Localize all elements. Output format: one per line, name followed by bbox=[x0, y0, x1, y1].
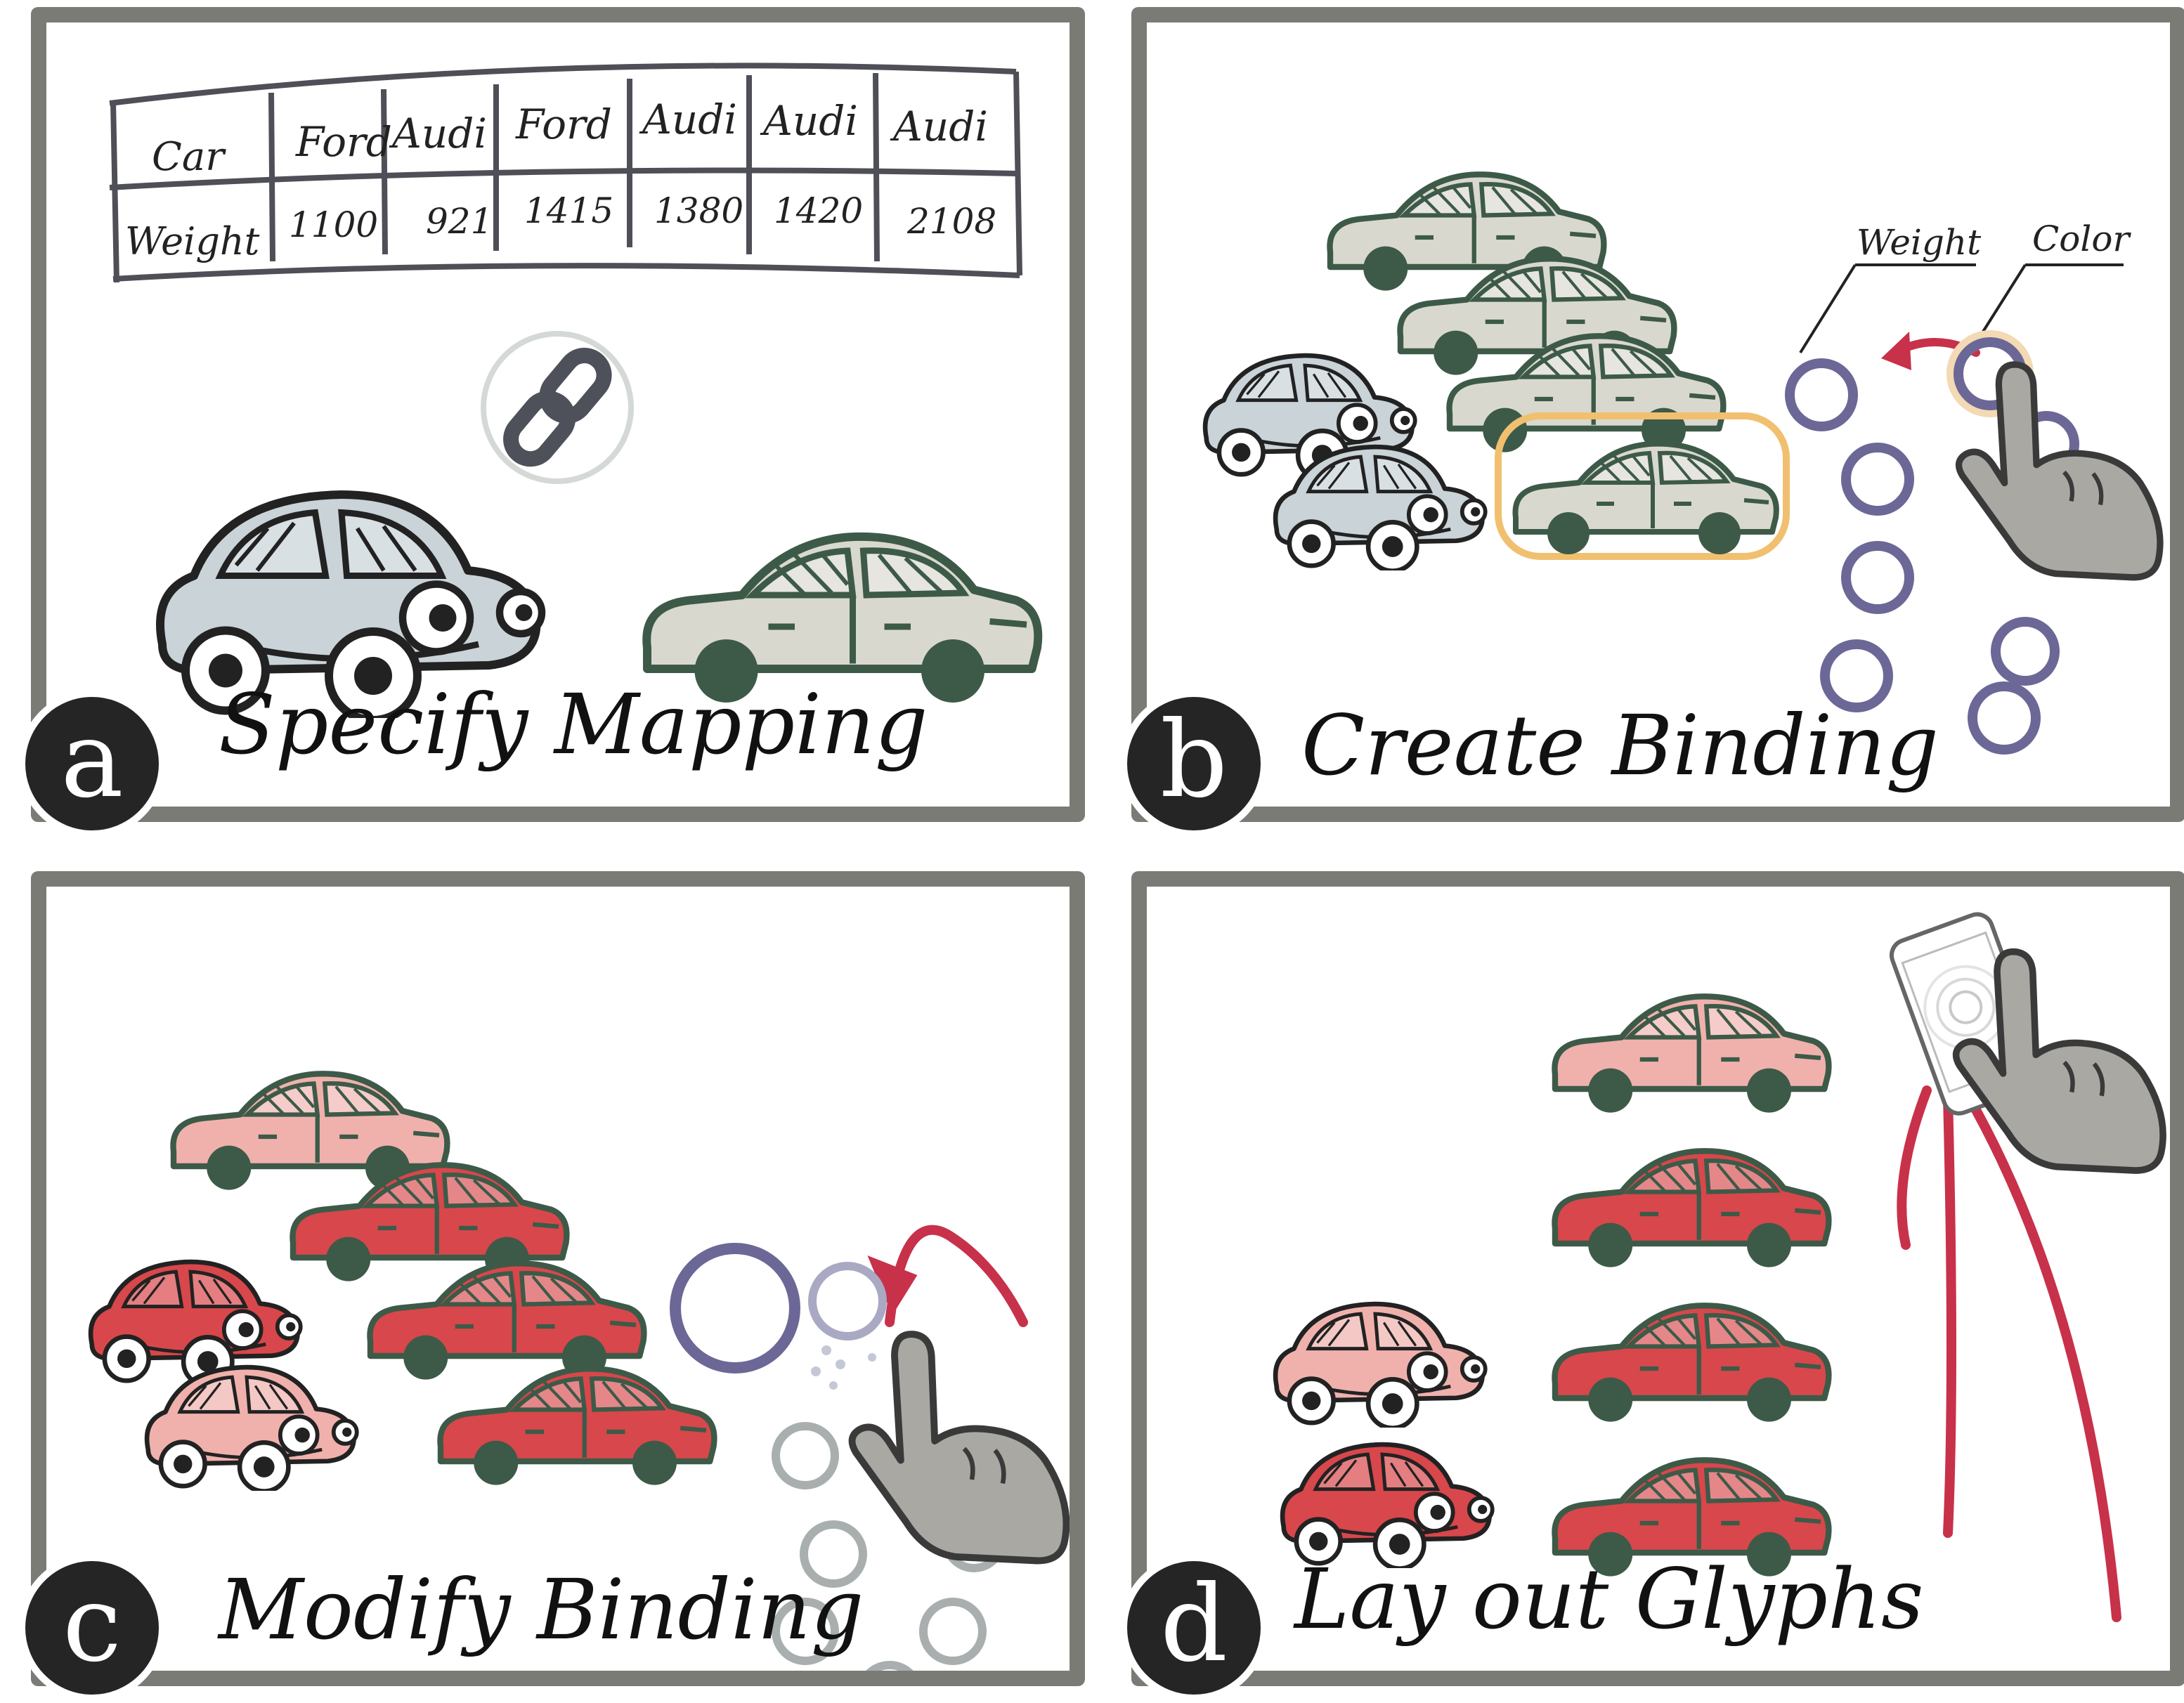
panel-badge-b: b bbox=[1120, 690, 1268, 837]
svg-text:Ford: Ford bbox=[515, 100, 612, 148]
panel-modify-binding: c Modify Binding bbox=[18, 871, 1085, 1702]
table-cell: Audi bbox=[760, 97, 858, 145]
table-cell: 921 bbox=[426, 201, 493, 242]
table-cell: 1100 bbox=[289, 204, 378, 245]
panel-caption: Lay out Glyphs bbox=[1294, 1551, 1924, 1647]
table-cell: 1420 bbox=[774, 190, 863, 231]
panel-c-illustration bbox=[46, 887, 1070, 1671]
attribute-label-color: Color bbox=[1982, 218, 2131, 333]
svg-text:Audi: Audi bbox=[639, 96, 737, 143]
data-table bbox=[109, 63, 1022, 283]
ring-weight bbox=[1785, 358, 1858, 431]
attribute-label-weight: Weight bbox=[1799, 222, 1982, 354]
svg-text:Audi: Audi bbox=[389, 110, 487, 157]
hand-icon bbox=[1959, 365, 2160, 578]
svg-text:1100: 1100 bbox=[289, 204, 378, 245]
table-cell: Ford bbox=[515, 100, 612, 148]
panel-create-binding: Weight Color b Create Binding bbox=[1120, 7, 2184, 837]
svg-text:Audi: Audi bbox=[760, 97, 858, 145]
car-glyph-beetle[interactable] bbox=[147, 1367, 357, 1492]
panel-caption: Modify Binding bbox=[219, 1561, 864, 1658]
table-cell: Weight bbox=[125, 219, 260, 263]
svg-text:1380: 1380 bbox=[654, 190, 743, 231]
panel-d-illustration bbox=[1147, 912, 2170, 1622]
table-cell: 1380 bbox=[654, 190, 743, 231]
car-glyph-sedan[interactable] bbox=[1554, 996, 1828, 1112]
svg-text:1415: 1415 bbox=[524, 190, 613, 231]
panel-lay-out-glyphs: d Lay out Glyphs bbox=[1120, 871, 2184, 1702]
label-color: Color bbox=[2032, 218, 2131, 259]
panel-badge-c: c bbox=[18, 1554, 166, 1702]
attribute-ring-menu[interactable] bbox=[772, 1422, 1006, 1671]
svg-text:Audi: Audi bbox=[890, 103, 988, 150]
panel-a-illustration: Car Ford Audi Ford Audi Audi Audi Weight… bbox=[109, 63, 1070, 807]
table-cell: Car bbox=[152, 134, 226, 180]
table-cell: Ford bbox=[295, 118, 392, 166]
panel-badge-a: a bbox=[18, 690, 166, 837]
table-cell: 1415 bbox=[524, 190, 613, 231]
label-weight: Weight bbox=[1857, 222, 1982, 263]
svg-text:1420: 1420 bbox=[774, 190, 863, 231]
table-cell: Audi bbox=[389, 110, 487, 157]
link-icon[interactable] bbox=[481, 331, 634, 484]
arrow-head bbox=[1881, 332, 1911, 370]
car-glyph-sedan[interactable] bbox=[1554, 1151, 1828, 1267]
table-cell: Audi bbox=[890, 103, 988, 150]
car-glyph-beetle[interactable] bbox=[1275, 1304, 1486, 1428]
selected-car-glyph[interactable] bbox=[1495, 412, 1790, 560]
svg-text:Ford: Ford bbox=[295, 118, 392, 166]
svg-text:Car: Car bbox=[152, 134, 226, 180]
panel-caption: Specify Mapping bbox=[219, 676, 928, 773]
car-glyph-sedan[interactable] bbox=[370, 1263, 644, 1379]
table-cell: 2108 bbox=[906, 201, 996, 242]
car-glyph-sedan[interactable] bbox=[440, 1369, 714, 1485]
svg-text:2108: 2108 bbox=[906, 201, 996, 242]
panel-specify-mapping: Car Ford Audi Ford Audi Audi Audi Weight… bbox=[18, 7, 1085, 837]
svg-text:921: 921 bbox=[426, 201, 493, 242]
panel-b-illustration: Weight Color bbox=[1147, 22, 2170, 755]
active-attribute-ring[interactable] bbox=[670, 1243, 800, 1374]
table-cell: Audi bbox=[639, 96, 737, 143]
table-row-weight: Weight 1100 921 1415 1380 1420 2108 bbox=[125, 190, 996, 263]
drag-arrow bbox=[885, 1225, 1028, 1327]
car-glyph-sedan[interactable] bbox=[1554, 1305, 1828, 1421]
arrow-head bbox=[867, 1255, 918, 1316]
moving-attribute-ring[interactable] bbox=[808, 1262, 887, 1340]
svg-text:Weight: Weight bbox=[125, 219, 260, 263]
motion-dots bbox=[811, 1345, 876, 1390]
panel-caption: Create Binding bbox=[1301, 697, 1939, 794]
hand-icon bbox=[852, 1334, 1067, 1560]
table-row-car: Car Ford Audi Ford Audi Audi Audi bbox=[152, 96, 988, 180]
panel-badge-d: d bbox=[1120, 1554, 1268, 1702]
